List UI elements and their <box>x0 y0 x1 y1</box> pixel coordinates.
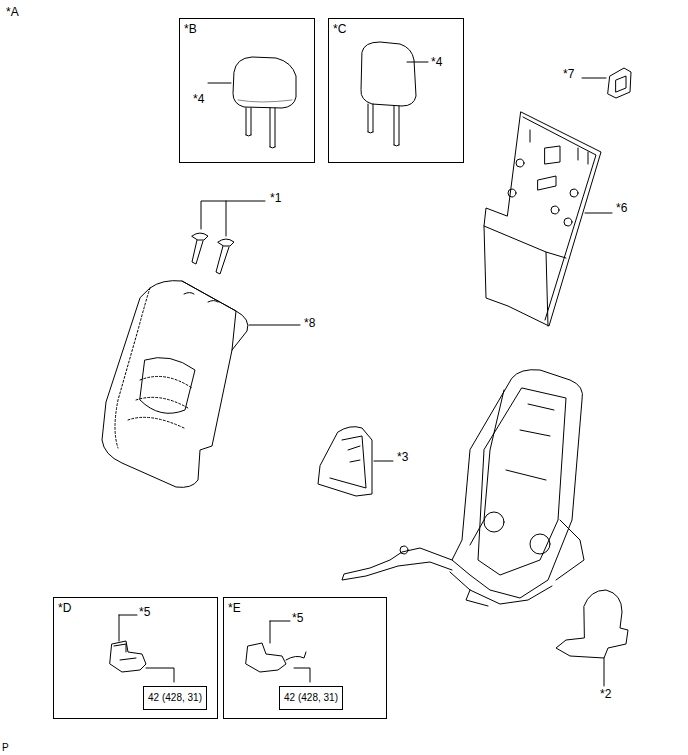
view-letter: *E <box>228 601 241 615</box>
illustration-stroke <box>238 100 292 102</box>
illustration-stroke <box>556 590 628 658</box>
callout-number: *5 <box>139 605 150 619</box>
view-letter: *A <box>5 5 20 19</box>
illustration-stroke <box>582 78 606 79</box>
illustration-stroke <box>450 572 552 606</box>
illustration-stroke <box>564 218 572 226</box>
illustration-stroke <box>201 201 265 236</box>
callout-number: *3 <box>396 450 409 464</box>
illustration-stroke <box>140 358 195 414</box>
illustration-stroke <box>616 76 626 92</box>
headrest-drawing <box>361 42 428 146</box>
clip-drawing <box>192 201 265 274</box>
inset-view-box: 42 (428, 31) *D *5 <box>53 597 218 719</box>
seat-frame-drawing <box>342 370 584 606</box>
latch-drawing <box>246 621 310 682</box>
illustration-stroke <box>570 189 578 197</box>
callout-number: *7 <box>562 67 575 81</box>
illustration-stroke <box>286 652 306 660</box>
illustration-stroke <box>394 106 399 146</box>
illustration-stroke <box>506 404 554 480</box>
illustration-stroke <box>119 615 137 641</box>
illustration-stroke <box>115 288 150 448</box>
inset-view-box: *B *4 <box>179 18 315 163</box>
illustration-stroke <box>585 213 612 214</box>
illustration-stroke <box>508 189 516 197</box>
torque-value: 42 (428, 31) <box>148 692 202 704</box>
side-cover-drawing <box>318 427 393 496</box>
back-board-drawing <box>484 112 612 326</box>
illustration-stroke <box>604 658 605 686</box>
illustration-stroke <box>192 240 203 264</box>
illustration-stroke <box>530 534 550 554</box>
torque-spec-box: 42 (428, 31) <box>279 686 343 710</box>
headrest-drawing <box>208 57 296 148</box>
view-letter: *C <box>333 22 346 36</box>
illustration-stroke <box>368 104 373 133</box>
inset-view-box: 42 (428, 31) *E *5 <box>223 597 387 719</box>
illustration-stroke <box>102 281 248 488</box>
illustration-stroke <box>530 130 588 164</box>
illustration-stroke <box>110 641 146 672</box>
callout-number: *8 <box>303 316 316 330</box>
illustration-stroke <box>249 325 300 326</box>
illustration-stroke <box>478 388 566 575</box>
illustration-stroke <box>484 112 601 326</box>
illustration-stroke <box>556 520 584 580</box>
illustration-stroke <box>318 427 372 496</box>
illustration-stroke <box>374 461 393 462</box>
callout-number: *4 <box>431 55 442 69</box>
illustration-stroke <box>114 644 136 660</box>
illustration-stroke <box>246 643 286 672</box>
illustration-stroke <box>128 376 192 428</box>
bezel-drawing <box>582 68 631 98</box>
callout-number: *6 <box>615 201 628 215</box>
illustration-stroke <box>470 390 504 545</box>
view-letter: *D <box>58 601 71 615</box>
illustration-stroke <box>182 281 236 350</box>
callout-number: *4 <box>193 92 204 106</box>
illustration-stroke <box>546 252 566 258</box>
illustration-stroke <box>208 83 231 84</box>
hinge-cover-drawing <box>556 590 628 686</box>
illustration-stroke <box>294 668 310 682</box>
illustration-stroke <box>270 621 290 643</box>
illustration-stroke <box>523 117 596 320</box>
illustration-stroke <box>218 239 234 246</box>
latch-drawing <box>110 615 174 682</box>
torque-value: 42 (428, 31) <box>284 692 338 704</box>
illustration-stroke <box>538 146 560 190</box>
illustration-stroke <box>551 206 559 214</box>
callout-number: *2 <box>599 687 612 701</box>
illustration-stroke <box>342 548 452 580</box>
torque-spec-box: 42 (428, 31) <box>143 686 207 710</box>
illustration-stroke <box>146 668 174 682</box>
illustration-stroke <box>216 246 229 274</box>
callout-number: *1 <box>269 191 282 205</box>
illustration-stroke <box>192 233 208 240</box>
illustration-stroke <box>484 512 504 532</box>
illustration-stroke <box>608 68 631 98</box>
illustration-stroke <box>361 42 416 106</box>
illustration-stroke <box>330 436 366 488</box>
illustration-stroke <box>348 446 360 462</box>
illustration-stroke <box>270 108 275 148</box>
seatback-cover-drawing <box>102 281 300 488</box>
illustration-stroke <box>233 57 296 108</box>
illustration-stroke <box>452 370 583 598</box>
illustration-stroke <box>184 293 218 303</box>
illustration-stroke <box>400 546 408 554</box>
view-letter: *B <box>184 22 197 36</box>
illustration-stroke <box>407 62 428 63</box>
page-mark: P <box>1 741 10 755</box>
illustration-stroke <box>484 226 548 326</box>
illustration-stroke <box>516 159 524 167</box>
inset-view-box: *C *4 <box>328 18 464 163</box>
callout-number: *5 <box>292 611 303 625</box>
illustration-stroke <box>246 108 251 136</box>
